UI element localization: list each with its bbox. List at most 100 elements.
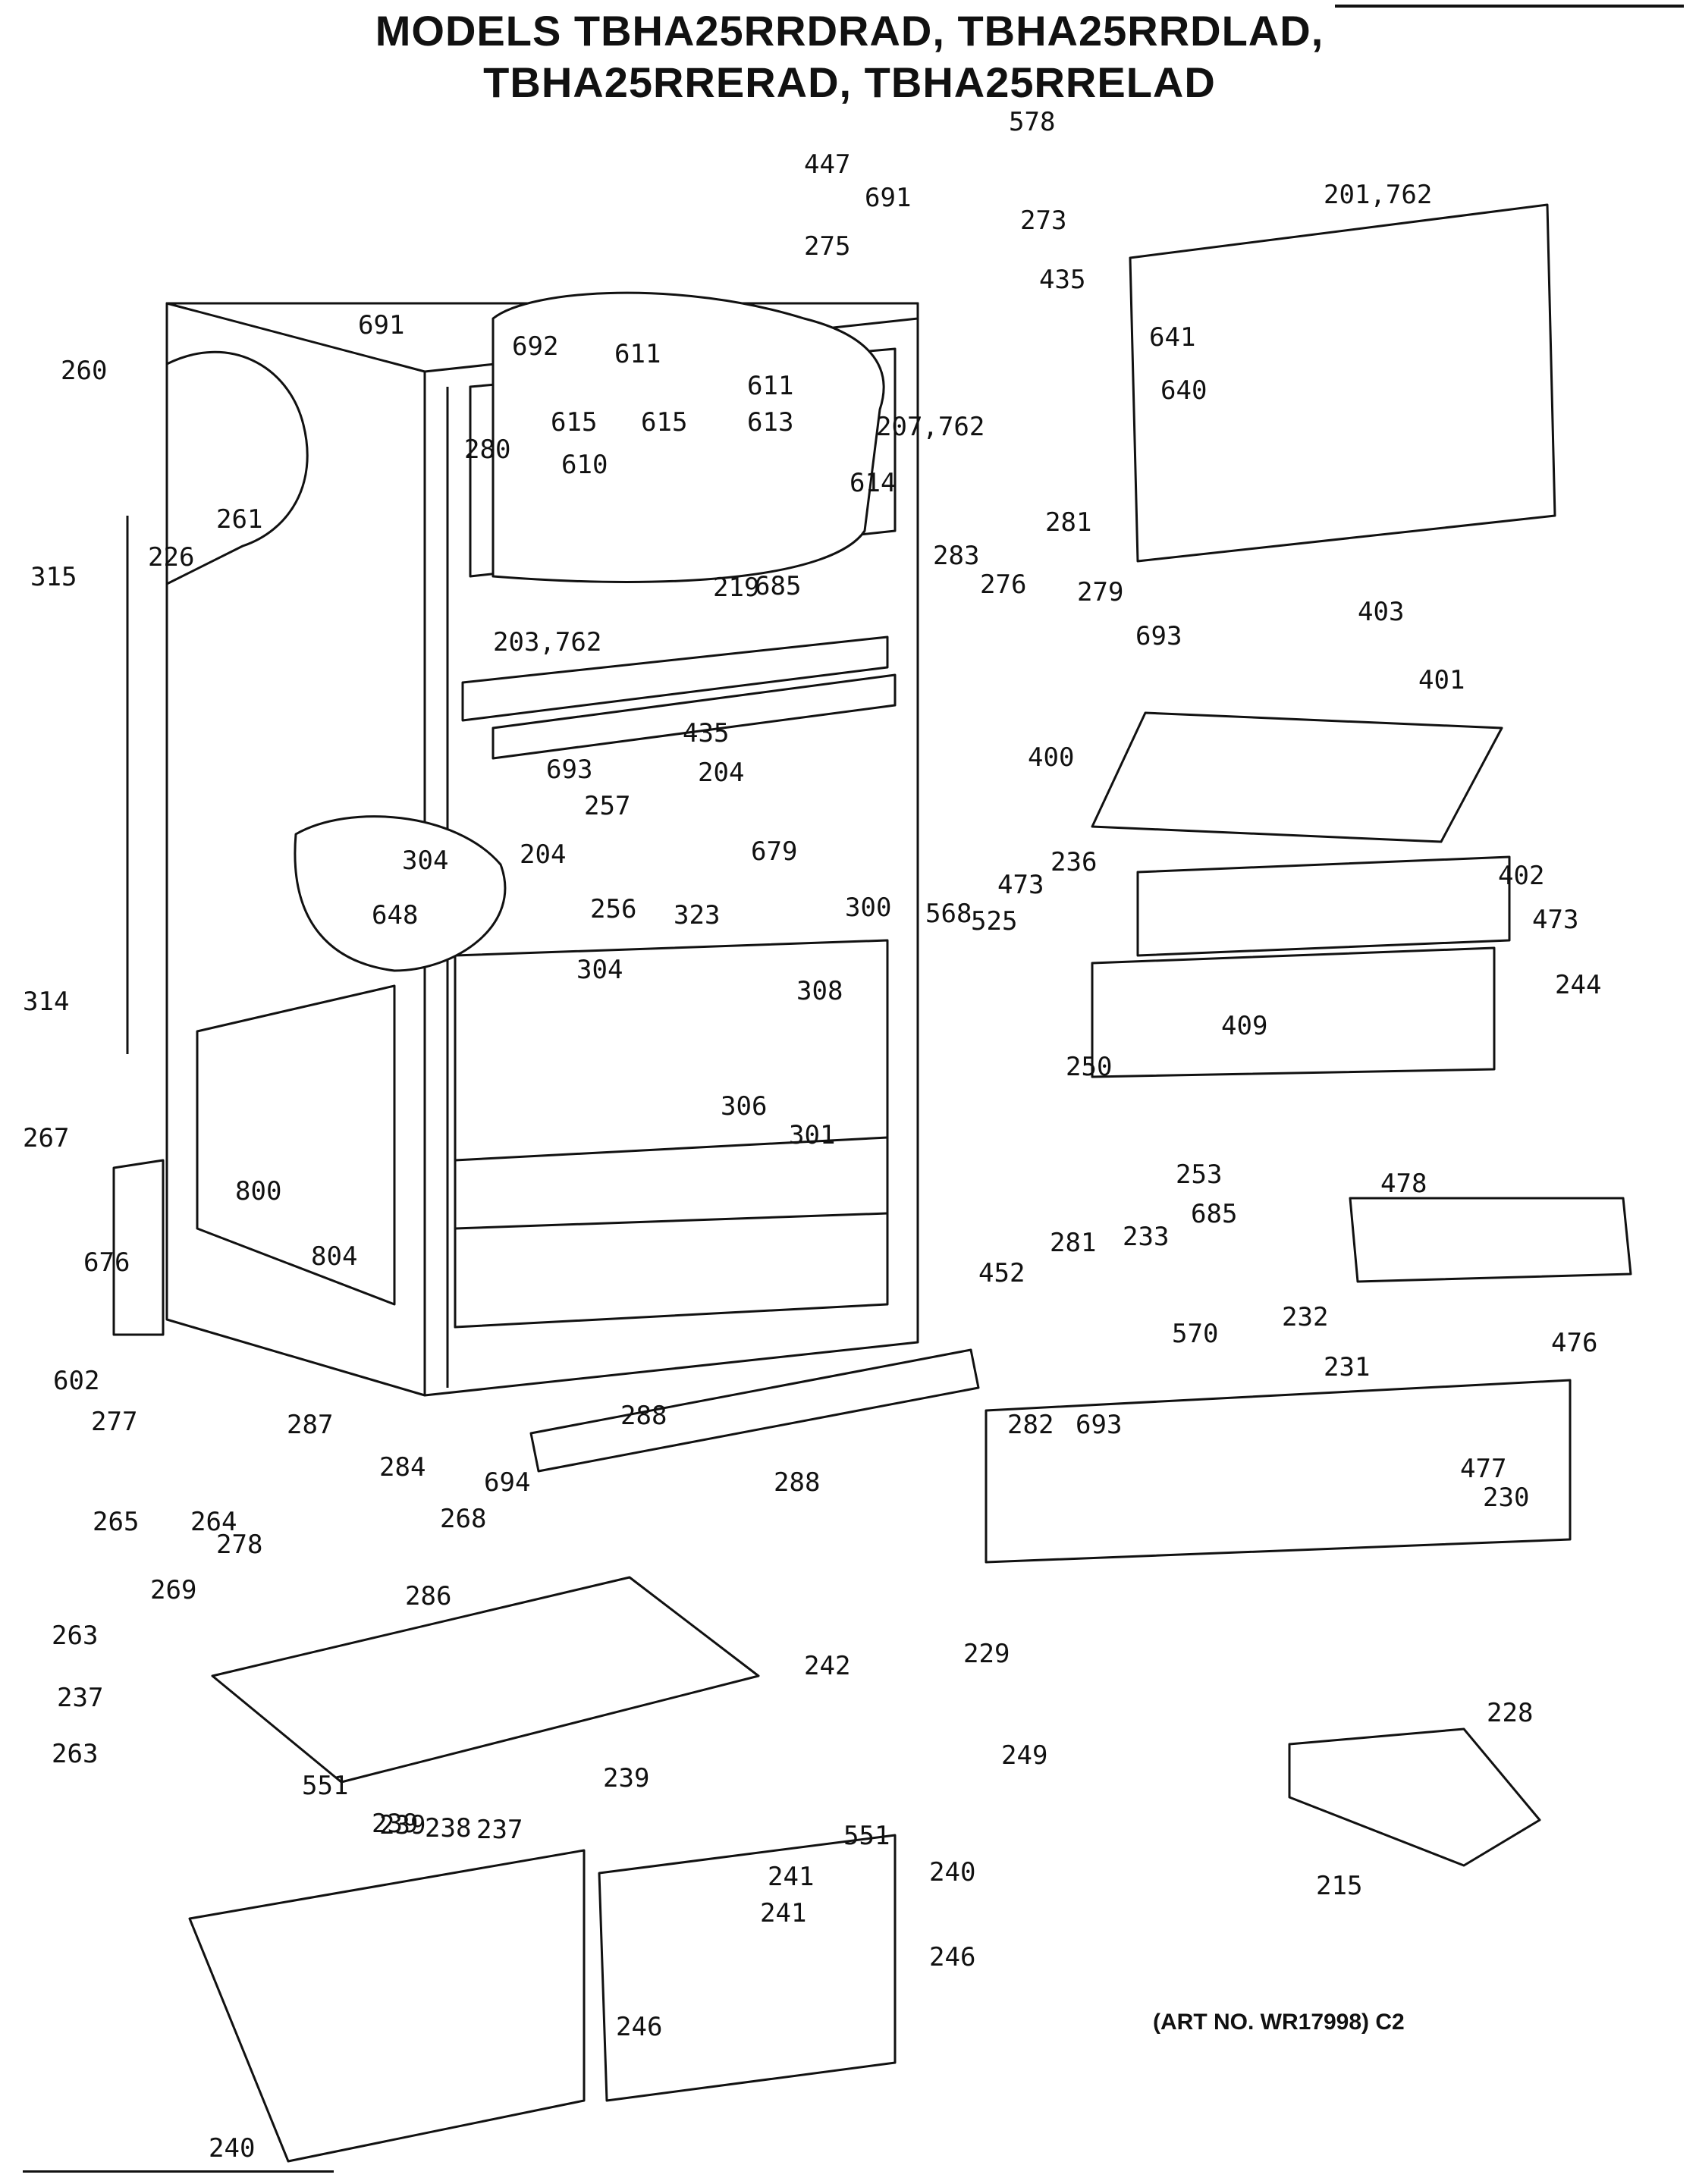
part-label-267: 267 [23,1123,69,1153]
part-label-691: 691 [358,310,404,340]
part-label-640: 640 [1160,375,1207,406]
back-panel-201 [1129,203,1556,563]
part-label-278: 278 [216,1530,262,1560]
part-label-288: 288 [620,1401,667,1431]
part-label-283: 283 [933,541,979,571]
part-label-611: 611 [747,371,793,401]
tubing-callout [165,350,309,585]
part-label-614: 614 [850,468,896,498]
part-label-287: 287 [287,1410,333,1440]
art-number-note: (ART NO. WR17998) C2 [1153,2010,1405,2035]
part-label-263: 263 [52,1739,98,1769]
part-label-244: 244 [1555,970,1601,1000]
part-label-304: 304 [576,955,623,985]
part-label-551: 551 [843,1821,890,1851]
part-label-804: 804 [311,1241,357,1272]
part-label-275: 275 [804,231,850,262]
part-label-204: 204 [698,758,744,788]
part-label-265: 265 [93,1507,139,1537]
grille-288 [529,1348,980,1473]
part-label-230: 230 [1483,1483,1529,1513]
freezer-shelf-assembly [1091,711,1511,1078]
part-label-232: 232 [1282,1302,1328,1332]
side-panel-267 [112,1159,165,1336]
part-label-276: 276 [980,570,1026,600]
part-label-237: 237 [57,1683,103,1713]
tray-478 [1349,1197,1632,1283]
part-label-239: 239 [379,1810,426,1840]
part-label-685: 685 [755,571,801,601]
part-label-402: 402 [1498,861,1544,891]
part-label-452: 452 [978,1258,1025,1288]
shelf-230 [985,1379,1572,1564]
crisper-pan-left [188,1849,586,2163]
part-label-570: 570 [1172,1319,1218,1349]
part-label-263: 263 [52,1621,98,1651]
part-label-435: 435 [1039,265,1085,295]
part-label-685: 685 [1191,1199,1237,1229]
part-label-241: 241 [760,1898,806,1928]
part-label-308: 308 [796,976,843,1006]
part-label-260: 260 [61,356,107,386]
part-label-246: 246 [616,2012,662,2042]
part-label-401: 401 [1418,665,1465,695]
part-label-279: 279 [1077,577,1123,607]
part-label-477: 477 [1460,1454,1506,1484]
part-label-435: 435 [683,718,729,748]
part-label-473: 473 [1532,905,1578,935]
shelf-242 [211,1576,760,1784]
part-label-280: 280 [464,435,510,465]
part-label-236: 236 [1050,847,1097,877]
part-label-282: 282 [1007,1410,1054,1440]
part-label-201-762: 201,762 [1324,180,1432,210]
part-label-264: 264 [190,1507,237,1537]
part-label-648: 648 [372,900,418,930]
part-label-400: 400 [1028,742,1074,773]
part-label-239: 239 [603,1763,649,1793]
part-label-246: 246 [929,1942,975,1972]
part-label-315: 315 [30,562,77,592]
part-label-281: 281 [1045,507,1091,538]
part-label-641: 641 [1149,322,1195,353]
part-label-403: 403 [1358,597,1404,627]
part-label-203-762: 203,762 [493,627,601,657]
part-label-228: 228 [1487,1698,1533,1728]
water-valve-callout [196,984,396,1306]
part-label-473: 473 [997,870,1044,900]
part-label-250: 250 [1066,1052,1112,1082]
part-label-610: 610 [561,450,608,480]
diagram-title-line-2: TBHA25RRERAD, TBHA25RRELAD [483,58,1216,106]
part-label-215: 215 [1316,1871,1362,1901]
part-label-253: 253 [1176,1159,1222,1190]
part-label-694: 694 [484,1467,530,1498]
part-label-240: 240 [929,1857,975,1887]
part-label-551: 551 [302,1771,348,1801]
part-label-229: 229 [963,1639,1010,1669]
crisper-pan-right [598,1834,897,2102]
part-label-615: 615 [641,407,687,438]
part-label-615: 615 [551,407,597,438]
part-label-676: 676 [83,1247,130,1278]
part-label-249: 249 [1001,1740,1047,1771]
part-label-240: 240 [209,2133,255,2164]
part-label-269: 269 [150,1575,196,1605]
fan-motor-assembly-callout [491,291,885,583]
part-label-525: 525 [971,906,1017,937]
part-label-611: 611 [614,339,661,369]
part-label-691: 691 [865,183,911,213]
control-callout [294,815,507,972]
part-label-256: 256 [590,894,636,924]
part-label-314: 314 [23,987,69,1017]
part-label-238: 238 [425,1813,471,1844]
part-label-679: 679 [751,836,797,867]
part-label-281: 281 [1050,1228,1096,1258]
part-label-568: 568 [925,899,972,929]
divider-mullion [461,635,897,760]
part-label-578: 578 [1009,107,1055,137]
part-label-288: 288 [774,1467,820,1498]
part-label-613: 613 [747,407,793,438]
part-label-447: 447 [804,149,850,180]
part-label-226: 226 [148,542,194,573]
